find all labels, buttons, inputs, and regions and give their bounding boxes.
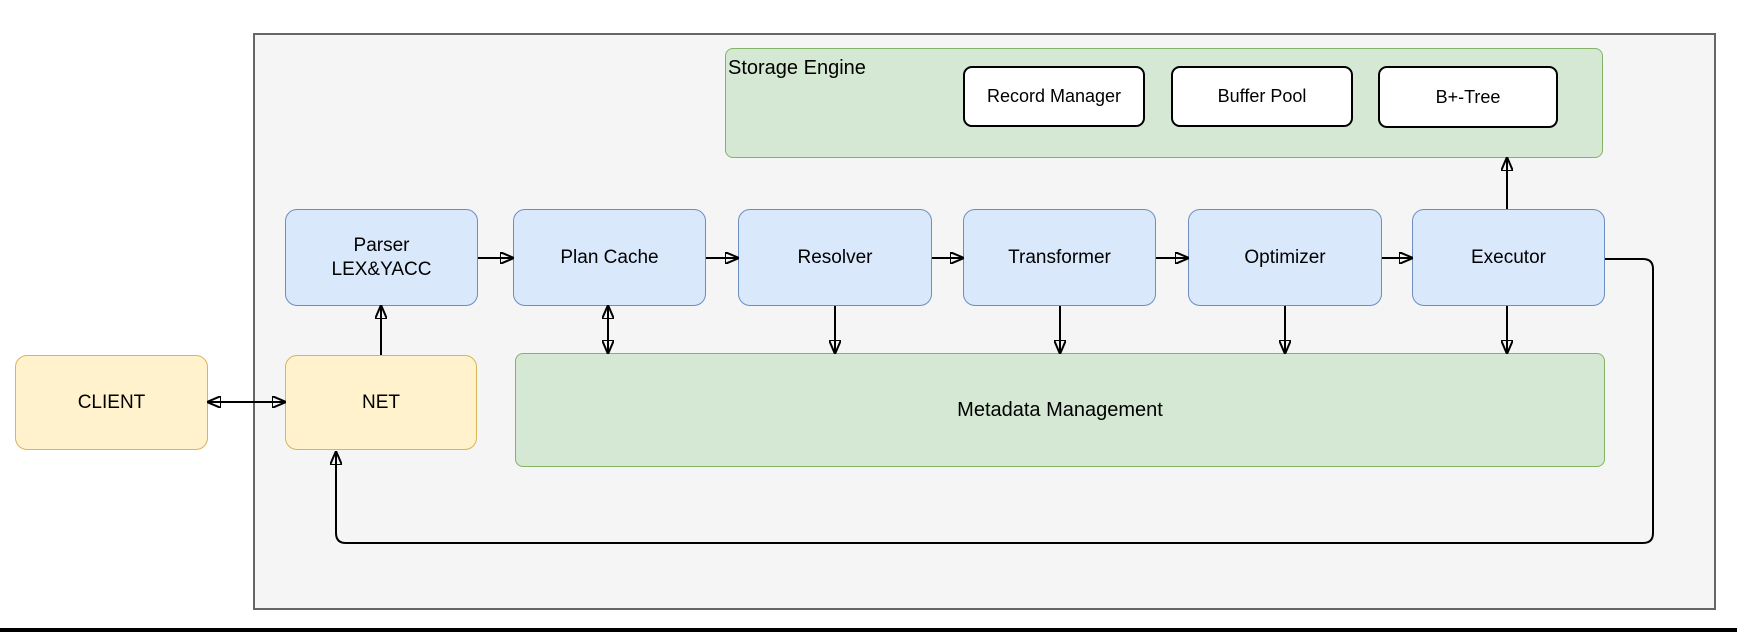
record-manager-label: Record Manager bbox=[986, 86, 1122, 106]
executor-node: Executor bbox=[1412, 209, 1605, 306]
metadata-management-label: Metadata Management bbox=[957, 398, 1163, 421]
net-node: NET bbox=[285, 355, 477, 450]
bplus-tree-label: B+-Tree bbox=[1435, 86, 1501, 107]
transformer-node: Transformer bbox=[963, 209, 1156, 306]
parser-node: Parser LEX&YACC bbox=[285, 209, 478, 306]
storage-engine-label: Storage Engine bbox=[728, 57, 866, 79]
buffer-pool-label: Buffer Pool bbox=[1217, 86, 1307, 106]
optimizer-node: Optimizer bbox=[1188, 209, 1382, 306]
plan-cache-node: Plan Cache bbox=[513, 209, 706, 306]
bottom-window-edge bbox=[0, 628, 1737, 632]
record-manager-node: Record Manager bbox=[963, 66, 1145, 127]
metadata-management-node: Metadata Management bbox=[515, 353, 1605, 467]
client-node: CLIENT bbox=[15, 355, 208, 450]
buffer-pool-node: Buffer Pool bbox=[1171, 66, 1353, 127]
resolver-node: Resolver bbox=[738, 209, 932, 306]
bplus-tree-node: B+-Tree bbox=[1378, 66, 1558, 128]
